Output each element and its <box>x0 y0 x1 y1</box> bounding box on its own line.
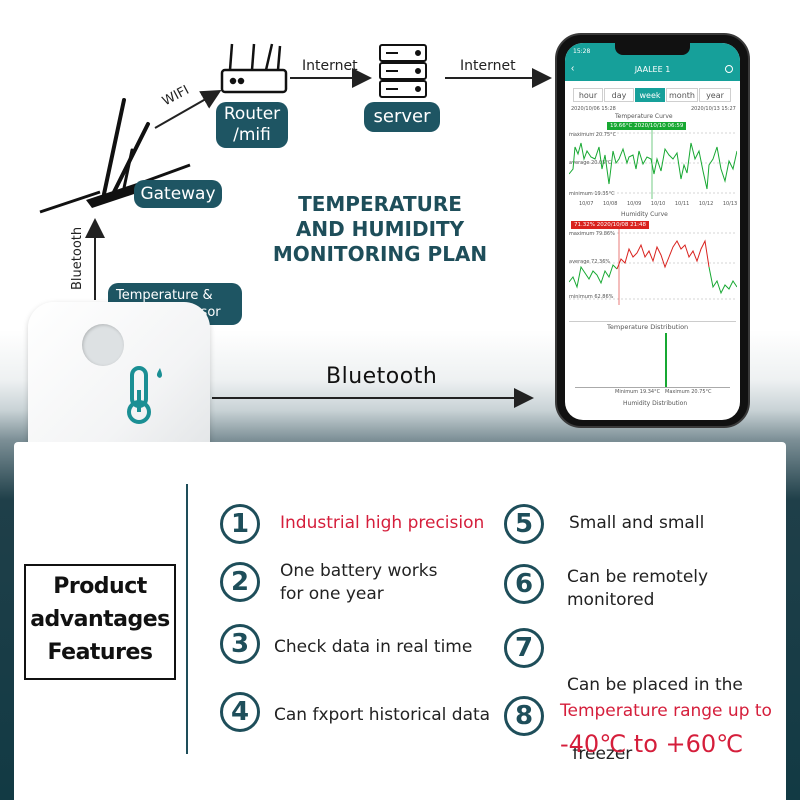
feature-number-2: 2 <box>220 562 260 602</box>
tick: 10/07 <box>579 201 594 207</box>
feature-text-2: One battery works for one year <box>280 560 437 606</box>
feature-text-4: Can fxport historical data <box>274 705 491 725</box>
router-icon <box>220 43 288 94</box>
feature-number-8: 8 <box>504 696 544 736</box>
tab-year[interactable]: year <box>699 88 731 102</box>
temp-max: maximum 20.75°C <box>569 132 617 138</box>
tick: 10/08 <box>602 201 618 207</box>
temp-chart-title: Temperature Curve <box>615 113 673 120</box>
dist-title: Temperature Distribution <box>607 323 689 331</box>
bluetooth-vertical-label: Bluetooth <box>70 226 85 290</box>
features-heading-line2: advantages <box>30 607 170 632</box>
feature-text-7: Can be placed in the freezer <box>567 628 743 800</box>
feature-number-3: 3 <box>220 624 260 664</box>
tab-month[interactable]: month <box>666 88 698 102</box>
tab-hour[interactable]: hour <box>573 88 603 102</box>
tick: 10/09 <box>626 201 642 207</box>
tick: 10/13 <box>722 201 738 207</box>
dist-min: Minimum 19.34°C <box>615 389 661 395</box>
feature-6-line2: monitored <box>567 590 655 610</box>
hum-dist-title: Humidity Distribution <box>623 400 688 407</box>
feature-7-line2: freezer <box>567 744 633 764</box>
router-label-line2: /mifi <box>233 125 271 145</box>
hum-chart-title: Humidity Curve <box>621 211 668 218</box>
hum-avg: average 72.36% <box>569 259 611 265</box>
back-arrow-icon[interactable]: ‹ <box>571 63 575 74</box>
divider <box>569 321 736 322</box>
server-label-text: server <box>373 106 431 127</box>
notch <box>615 43 690 55</box>
settings-icon[interactable] <box>725 65 733 73</box>
features-heading-line1: Product <box>53 574 147 599</box>
temp-curve <box>569 129 737 199</box>
feature-text-1: Industrial high precision <box>280 513 485 533</box>
dist-bar <box>665 333 667 387</box>
feature-text-5: Small and small <box>569 513 705 533</box>
feature-8-line2: -40℃ to +60℃ <box>560 730 744 758</box>
sensor-hanging-hole <box>82 324 124 366</box>
feature-text-6: Can be remotely monitored <box>567 566 708 612</box>
temp-x-ticks: 10/07 10/08 10/09 10/10 10/11 10/12 10/1… <box>579 201 737 207</box>
feature-8-line1: Temperature range up to <box>560 701 772 721</box>
feature-7-line1: Can be placed in the <box>567 675 743 695</box>
phone-screen: 15:28 ‹ JAALEE 1 hour day week month yea… <box>565 43 740 420</box>
plan-title-line3: MONITORING PLAN <box>272 242 488 266</box>
hum-tooltip: 71.32% 2020/10/08 21:48 <box>571 221 650 229</box>
gateway-node-label: Gateway <box>134 180 222 208</box>
thermometer-icon <box>127 366 162 424</box>
dist-max: Maximum 20.75°C <box>665 389 712 395</box>
sensor-label-line1: Temperature & <box>116 288 213 303</box>
temp-tooltip: 19.66°C 2020/10/10 06:59 <box>607 122 687 130</box>
wifi-arrow <box>154 90 222 129</box>
dist-baseline <box>575 387 730 388</box>
tick: 10/12 <box>698 201 714 207</box>
feature-number-5: 5 <box>504 504 544 544</box>
humidity-curve <box>569 227 737 305</box>
plan-title-line2: AND HUMIDITY <box>295 217 465 241</box>
app-title: JAALEE 1 <box>634 65 671 74</box>
router-label-line1: Router <box>223 104 281 124</box>
smartphone: 15:28 ‹ JAALEE 1 hour day week month yea… <box>555 33 750 428</box>
plan-title-line1: TEMPERATURE <box>298 192 462 216</box>
tab-week[interactable]: week <box>635 88 665 102</box>
date-end: 2020/10/13 15:27 <box>691 106 736 112</box>
feature-number-7: 7 <box>504 628 544 668</box>
temp-min: minimum 19.35°C <box>569 191 615 197</box>
features-heading-box: Product advantages Features <box>24 564 176 680</box>
feature-2-line1: One battery works <box>280 561 438 581</box>
app-header: 15:28 ‹ JAALEE 1 <box>565 43 740 81</box>
status-time: 15:28 <box>573 48 591 55</box>
tab-day[interactable]: day <box>604 88 634 102</box>
feature-text-3: Check data in real time <box>274 637 473 657</box>
plan-title: TEMPERATURE AND HUMIDITY MONITORING PLAN <box>250 192 510 267</box>
bluetooth-main-label: Bluetooth <box>326 364 438 389</box>
date-start: 2020/10/06 15:28 <box>571 106 616 112</box>
internet-label-1: Internet <box>302 58 358 74</box>
server-icon <box>379 44 427 98</box>
feature-number-4: 4 <box>220 692 260 732</box>
internet-label-2: Internet <box>460 58 516 74</box>
tick: 10/10 <box>650 201 666 207</box>
features-heading-line3: Features <box>47 640 153 665</box>
router-node-label: Router /mifi <box>216 102 288 148</box>
features-divider <box>186 484 188 754</box>
features-panel: Product advantages Features 1 Industrial… <box>14 442 786 800</box>
feature-number-1: 1 <box>220 504 260 544</box>
feature-6-line1: Can be remotely <box>567 567 709 587</box>
gateway-label-text: Gateway <box>140 184 216 204</box>
feature-2-line2: for one year <box>280 584 384 604</box>
server-node-label: server <box>364 102 440 132</box>
feature-number-6: 6 <box>504 564 544 604</box>
hum-max: maximum 79.86% <box>569 231 615 237</box>
tick: 10/11 <box>674 201 690 207</box>
hum-min: minimum 62.86% <box>569 294 614 300</box>
